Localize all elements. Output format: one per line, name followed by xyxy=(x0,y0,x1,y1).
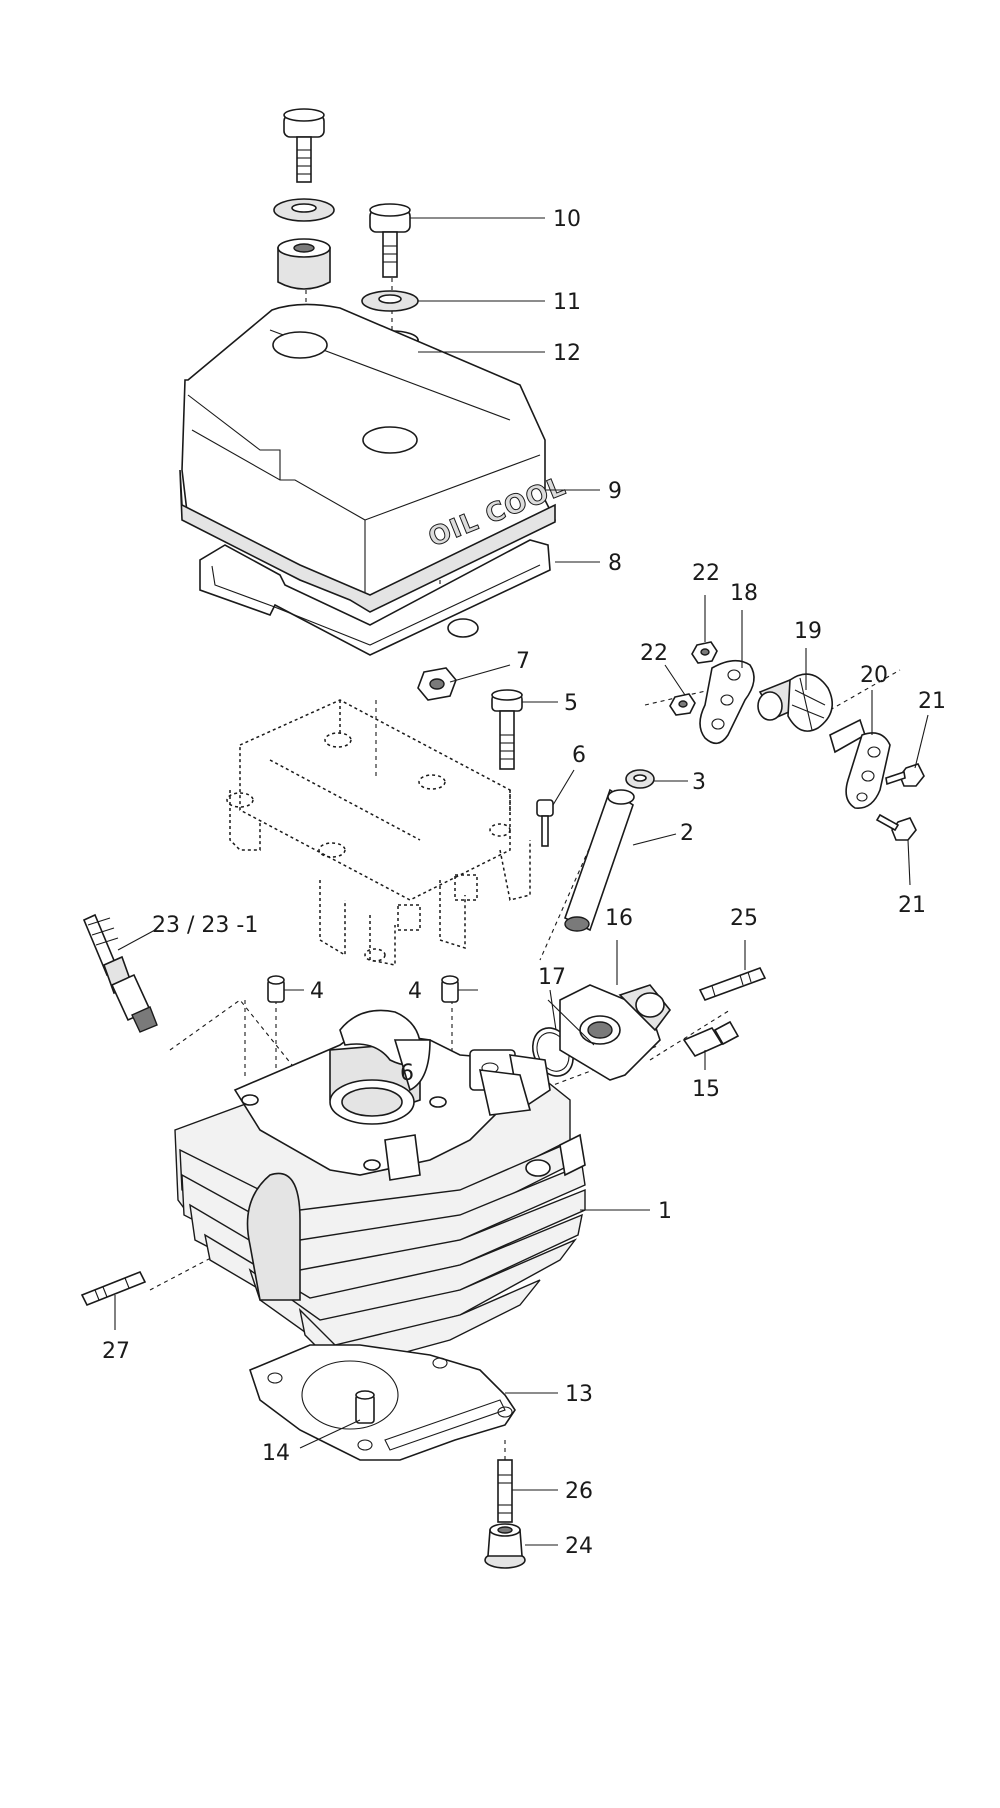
flange-nut-24 xyxy=(484,1523,526,1569)
callout-13: 13 xyxy=(565,1382,593,1407)
stud-27 xyxy=(80,1270,147,1307)
bracket-20 xyxy=(829,718,891,809)
bolt-21 xyxy=(875,763,925,841)
callout-14: 14 xyxy=(262,1441,290,1466)
callout-2: 2 xyxy=(680,821,694,846)
callout-19: 19 xyxy=(794,619,822,644)
callout-8: 8 xyxy=(608,551,622,576)
intake-manifold-16 xyxy=(559,984,672,1081)
callout-27: 27 xyxy=(102,1339,130,1364)
callout-22-upper: 22 xyxy=(692,561,720,586)
stud-26 xyxy=(497,1459,513,1523)
callout-24: 24 xyxy=(565,1534,593,1559)
pin-6 xyxy=(536,799,554,847)
callout-4-left: 4 xyxy=(310,979,324,1004)
callout-9: 9 xyxy=(608,479,622,504)
plate-18 xyxy=(699,659,755,745)
callout-26: 26 xyxy=(565,1479,593,1504)
bolt-10 xyxy=(283,108,325,183)
leader-lines xyxy=(114,217,929,1546)
callout-5: 5 xyxy=(564,691,578,716)
nut-7 xyxy=(417,667,457,701)
cover-gasket-8 xyxy=(199,539,551,656)
valve-cover-9: OIL COOL xyxy=(179,303,571,613)
callout-25: 25 xyxy=(730,906,758,931)
bolt-10b xyxy=(369,203,411,278)
callout-3: 3 xyxy=(692,770,706,795)
callout-18: 18 xyxy=(730,581,758,606)
callout-17: 17 xyxy=(538,965,566,990)
callout-11: 11 xyxy=(553,290,581,315)
washer-11 xyxy=(273,198,419,312)
base-gasket-13 xyxy=(249,1344,516,1461)
callout-1: 1 xyxy=(658,1199,672,1224)
callout-10: 10 xyxy=(553,207,581,232)
callout-12: 12 xyxy=(553,341,581,366)
tube-2 xyxy=(564,788,635,932)
bolt-5 xyxy=(491,689,523,770)
dowel-4 xyxy=(267,975,459,1003)
callout-21-upper: 21 xyxy=(918,689,946,714)
callout-labels: 10 11 12 9 8 7 5 6 3 2 23 / 23 -1 4 4 6 … xyxy=(102,207,946,1559)
callout-6-upper: 6 xyxy=(572,743,586,768)
callout-6-lower: 6 xyxy=(400,1061,414,1086)
stud-25 xyxy=(698,967,767,1001)
callout-4-right: 4 xyxy=(408,979,422,1004)
callout-21-lower: 21 xyxy=(898,893,926,918)
spark-plug-23 xyxy=(82,913,158,1033)
callout-20: 20 xyxy=(860,663,888,688)
cylinder-head-1 xyxy=(174,1009,586,1371)
dowel-14 xyxy=(355,1390,375,1424)
tensioner-19 xyxy=(757,673,834,732)
ring-3 xyxy=(625,769,655,789)
callout-16: 16 xyxy=(605,906,633,931)
cam-holder-ghost xyxy=(226,699,531,966)
callout-7: 7 xyxy=(516,649,530,674)
callout-23: 23 / 23 -1 xyxy=(152,913,258,938)
callout-22-lower: 22 xyxy=(640,641,668,666)
bolt-15 xyxy=(682,1020,740,1058)
nut-22 xyxy=(669,641,718,716)
callout-15: 15 xyxy=(692,1077,720,1102)
